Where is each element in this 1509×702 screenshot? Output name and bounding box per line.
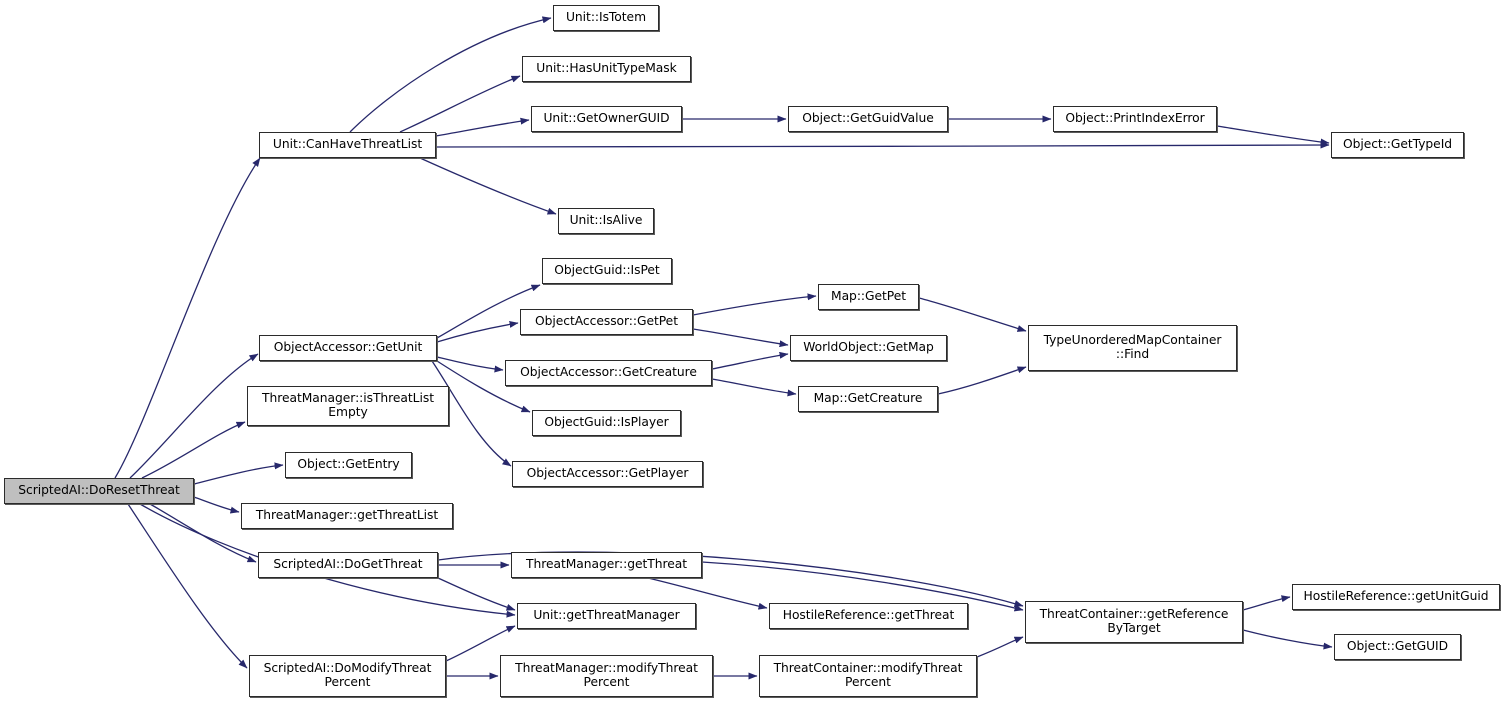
graph-edge-n1-to-n3 (399, 75, 521, 133)
graph-edge-n0-to-n17 (193, 496, 240, 514)
graph-node-n22[interactable]: ScriptedAI::DoGetThreat (258, 552, 438, 578)
graph-node-n3[interactable]: Unit::HasUnitTypeMask (522, 56, 691, 82)
graph-node-n5[interactable]: Unit::IsAlive (558, 208, 654, 234)
graph-node-n18[interactable]: Map::GetPet (818, 284, 919, 310)
graph-edge-n0-to-n26 (127, 503, 248, 669)
graph-edge-n12-to-n20 (711, 378, 797, 397)
graph-node-n15[interactable]: ThreatManager::isThreatList Empty (247, 386, 449, 426)
graph-node-n25[interactable]: HostileReference::getThreat (769, 603, 968, 629)
graph-node-n26[interactable]: ScriptedAI::DoModifyThreat Percent (249, 655, 446, 697)
graph-node-n16[interactable]: Object::GetEntry (285, 452, 412, 478)
graph-edge-n10-to-n18 (692, 293, 817, 316)
graph-edge-n1-to-n5 (419, 157, 557, 215)
graph-node-n24[interactable]: Unit::getThreatManager (517, 603, 696, 629)
graph-node-n7[interactable]: Object::PrintIndexError (1053, 106, 1217, 132)
graph-node-n0[interactable]: ScriptedAI::DoResetThreat (4, 478, 194, 504)
graph-edge-n0-to-n11 (129, 353, 259, 479)
graph-node-n30[interactable]: HostileReference::getUnitGuid (1292, 584, 1500, 610)
graph-edge-n7-to-n8 (1216, 125, 1330, 146)
graph-edge-n29-to-n30 (1242, 595, 1291, 611)
graph-node-n10[interactable]: ObjectAccessor::GetPet (520, 309, 693, 335)
graph-edge-n10-to-n19 (692, 328, 789, 348)
graph-node-n12[interactable]: ObjectAccessor::GetCreature (505, 360, 712, 386)
graph-node-n4[interactable]: Unit::GetOwnerGUID (531, 106, 682, 132)
graph-node-n6[interactable]: Object::GetGuidValue (788, 106, 948, 132)
graph-edge-n0-to-n1 (114, 157, 261, 479)
graph-edge-n11-to-n12 (436, 356, 504, 373)
graph-node-n14[interactable]: ObjectAccessor::GetPlayer (512, 461, 703, 487)
graph-node-n21[interactable]: TypeUnorderedMapContainer ::Find (1028, 325, 1237, 371)
graph-edge-n0-to-n15 (141, 421, 246, 479)
graph-node-n9[interactable]: ObjectGuid::IsPet (542, 258, 672, 284)
graph-node-n1[interactable]: Unit::CanHaveThreatList (259, 132, 436, 158)
graph-edge-n11-to-n10 (436, 320, 519, 343)
graph-node-n23[interactable]: ThreatManager::getThreat (511, 552, 702, 578)
graph-edge-n29-to-n31 (1242, 629, 1333, 650)
graph-edge-n1-to-n4 (435, 117, 530, 137)
graph-edge-n28-to-n29 (976, 636, 1024, 658)
graph-node-n11[interactable]: ObjectAccessor::GetUnit (259, 335, 437, 361)
graph-node-n20[interactable]: Map::GetCreature (798, 386, 938, 412)
graph-edge-n12-to-n19 (711, 351, 789, 370)
graph-node-n13[interactable]: ObjectGuid::IsPlayer (532, 410, 681, 436)
graph-node-n8[interactable]: Object::GetTypeId (1331, 132, 1464, 158)
graph-node-n31[interactable]: Object::GetGUID (1334, 634, 1461, 660)
graph-edge-n0-to-n16 (193, 462, 284, 485)
graph-edge-n22-to-n24 (437, 577, 516, 611)
graph-node-n17[interactable]: ThreatManager::getThreatList (241, 503, 453, 529)
graph-edge-n18-to-n21 (918, 297, 1027, 332)
graph-node-n27[interactable]: ThreatManager::modifyThreat Percent (500, 655, 713, 697)
graph-node-n28[interactable]: ThreatContainer::modifyThreat Percent (759, 655, 977, 697)
graph-edge-n1-to-n8 (435, 141, 1330, 149)
graph-node-n29[interactable]: ThreatContainer::getReference ByTarget (1025, 601, 1243, 643)
graph-edge-n20-to-n21 (937, 366, 1027, 395)
graph-node-n2[interactable]: Unit::IsTotem (553, 5, 659, 31)
graph-node-n19[interactable]: WorldObject::GetMap (790, 335, 947, 361)
graph-edge-n1-to-n2 (349, 16, 552, 133)
